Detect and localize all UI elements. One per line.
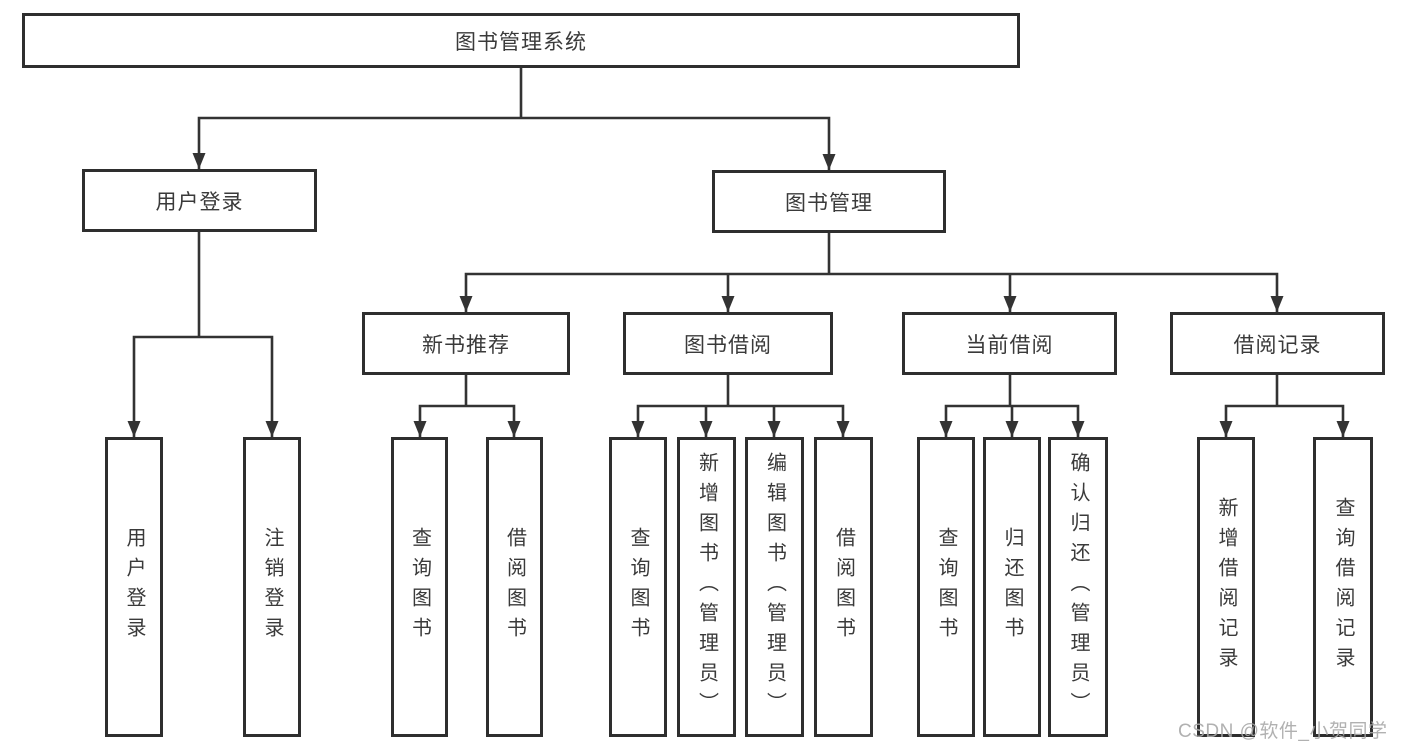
leaf-add-borrow-record: 新增借阅记录 bbox=[1197, 437, 1255, 737]
node-borrowing-records-label: 借阅记录 bbox=[1233, 333, 1322, 357]
leaf-edit-books-admin: 编辑图书（管理员） bbox=[745, 437, 804, 737]
leaf-borrow-books-recommend: 借阅图书 bbox=[486, 437, 543, 737]
leaf-add-books-admin: 新增图书（管理员） bbox=[677, 437, 736, 737]
leaf-return-books-label: 归还图书 bbox=[1001, 527, 1023, 647]
leaf-user-login: 用户登录 bbox=[105, 437, 163, 737]
leaf-logout-label: 注销登录 bbox=[261, 527, 283, 647]
node-book-borrowing: 图书借阅 bbox=[623, 312, 833, 375]
node-user-login-label: 用户登录 bbox=[155, 190, 244, 214]
node-current-borrowing-label: 当前借阅 bbox=[965, 333, 1054, 357]
node-user-login: 用户登录 bbox=[82, 169, 317, 232]
leaf-query-books-borrow-label: 查询图书 bbox=[627, 527, 649, 647]
leaf-logout: 注销登录 bbox=[243, 437, 301, 737]
leaf-query-borrow-record-label: 查询借阅记录 bbox=[1332, 497, 1354, 677]
watermark: CSDN @软件_小贺同学 bbox=[1178, 721, 1388, 742]
leaf-query-books-recommend-label: 查询图书 bbox=[408, 527, 431, 647]
leaf-user-login-label: 用户登录 bbox=[123, 527, 145, 647]
node-book-management: 图书管理 bbox=[712, 170, 946, 233]
leaf-confirm-return-admin: 确认归还（管理员） bbox=[1048, 437, 1108, 737]
leaf-borrow-books: 借阅图书 bbox=[814, 437, 873, 737]
node-new-book-recommendation-label: 新书推荐 bbox=[422, 333, 510, 357]
leaf-query-books-current-label: 查询图书 bbox=[935, 527, 957, 647]
leaf-query-books-current: 查询图书 bbox=[917, 437, 975, 737]
node-root-label: 图书管理系统 bbox=[455, 30, 587, 54]
leaf-query-borrow-record: 查询借阅记录 bbox=[1313, 437, 1373, 737]
leaf-query-books-borrow: 查询图书 bbox=[609, 437, 667, 737]
node-current-borrowing: 当前借阅 bbox=[902, 312, 1117, 375]
leaf-edit-books-admin-label: 编辑图书（管理员） bbox=[763, 452, 786, 722]
node-borrowing-records: 借阅记录 bbox=[1170, 312, 1385, 375]
node-book-management-label: 图书管理 bbox=[785, 191, 873, 215]
leaf-add-borrow-record-label: 新增借阅记录 bbox=[1215, 497, 1237, 677]
node-root: 图书管理系统 bbox=[22, 13, 1020, 68]
leaf-borrow-books-recommend-label: 借阅图书 bbox=[503, 527, 526, 647]
leaf-borrow-books-label: 借阅图书 bbox=[832, 527, 855, 647]
node-new-book-recommendation: 新书推荐 bbox=[362, 312, 570, 375]
node-book-borrowing-label: 图书借阅 bbox=[684, 333, 772, 357]
arrow-heads bbox=[127, 153, 1350, 437]
leaf-add-books-admin-label: 新增图书（管理员） bbox=[695, 452, 718, 722]
leaf-return-books: 归还图书 bbox=[983, 437, 1041, 737]
leaf-query-books-recommend: 查询图书 bbox=[391, 437, 448, 737]
leaf-confirm-return-admin-label: 确认归还（管理员） bbox=[1067, 452, 1089, 722]
